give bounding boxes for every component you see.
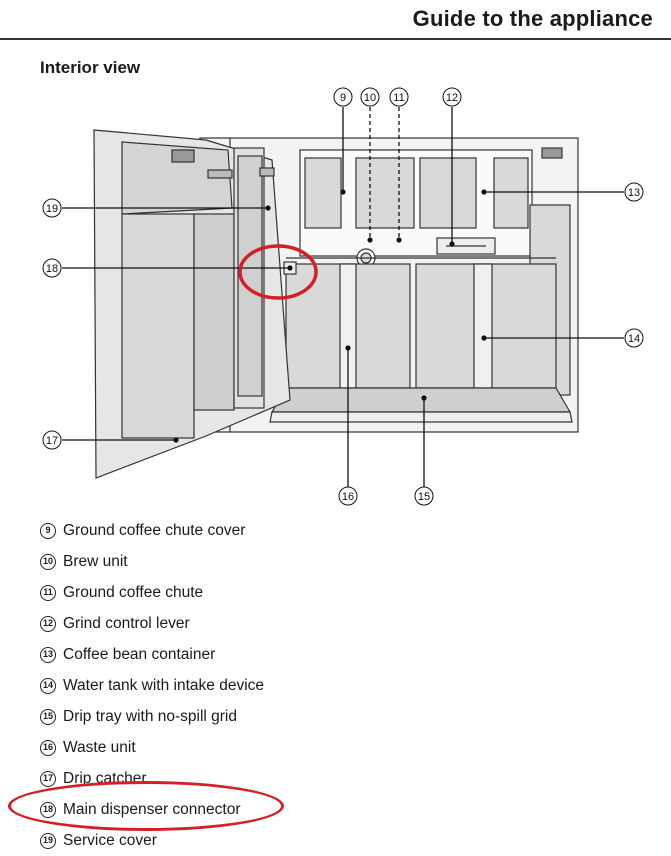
svg-text:16: 16 xyxy=(342,491,354,503)
svg-text:14: 14 xyxy=(628,333,640,345)
callout-16: 16 xyxy=(338,486,358,506)
callout-11: 11 xyxy=(389,87,409,107)
svg-text:17: 17 xyxy=(46,435,58,447)
service-cover xyxy=(237,155,263,397)
highlight-ellipse-legend xyxy=(8,781,284,831)
callout-18: 18 xyxy=(42,258,62,278)
section-title: Interior view xyxy=(40,58,141,77)
svg-text:11: 11 xyxy=(393,92,404,104)
svg-text:12: 12 xyxy=(446,92,458,104)
svg-text:18: 18 xyxy=(46,263,58,275)
callout-13: 13 xyxy=(624,182,644,202)
drip-tray xyxy=(270,387,572,413)
callout-15: 15 xyxy=(414,486,434,506)
svg-text:9: 9 xyxy=(340,92,346,104)
bean-container-right xyxy=(419,157,477,229)
callout-10: 10 xyxy=(360,87,380,107)
interior-view-diagram: 9 10 11 12 13 14 15 16 17 18 19 xyxy=(42,87,644,506)
svg-text:10: 10 xyxy=(364,92,376,104)
header-divider xyxy=(0,38,671,40)
bean-container-mid xyxy=(355,157,415,229)
callout-17: 17 xyxy=(42,430,62,450)
svg-text:13: 13 xyxy=(628,187,640,199)
svg-text:19: 19 xyxy=(46,203,58,215)
highlight-ellipse-connector xyxy=(238,244,318,300)
callout-14: 14 xyxy=(624,328,644,348)
callout-9: 9 xyxy=(333,87,353,107)
page-header-title: Guide to the appliance xyxy=(412,6,653,31)
callout-12: 12 xyxy=(442,87,462,107)
callout-19: 19 xyxy=(42,198,62,218)
svg-text:15: 15 xyxy=(418,491,430,503)
bean-container-left xyxy=(304,157,342,229)
door-inner-panel xyxy=(121,213,195,439)
bean-container-far xyxy=(493,157,529,229)
